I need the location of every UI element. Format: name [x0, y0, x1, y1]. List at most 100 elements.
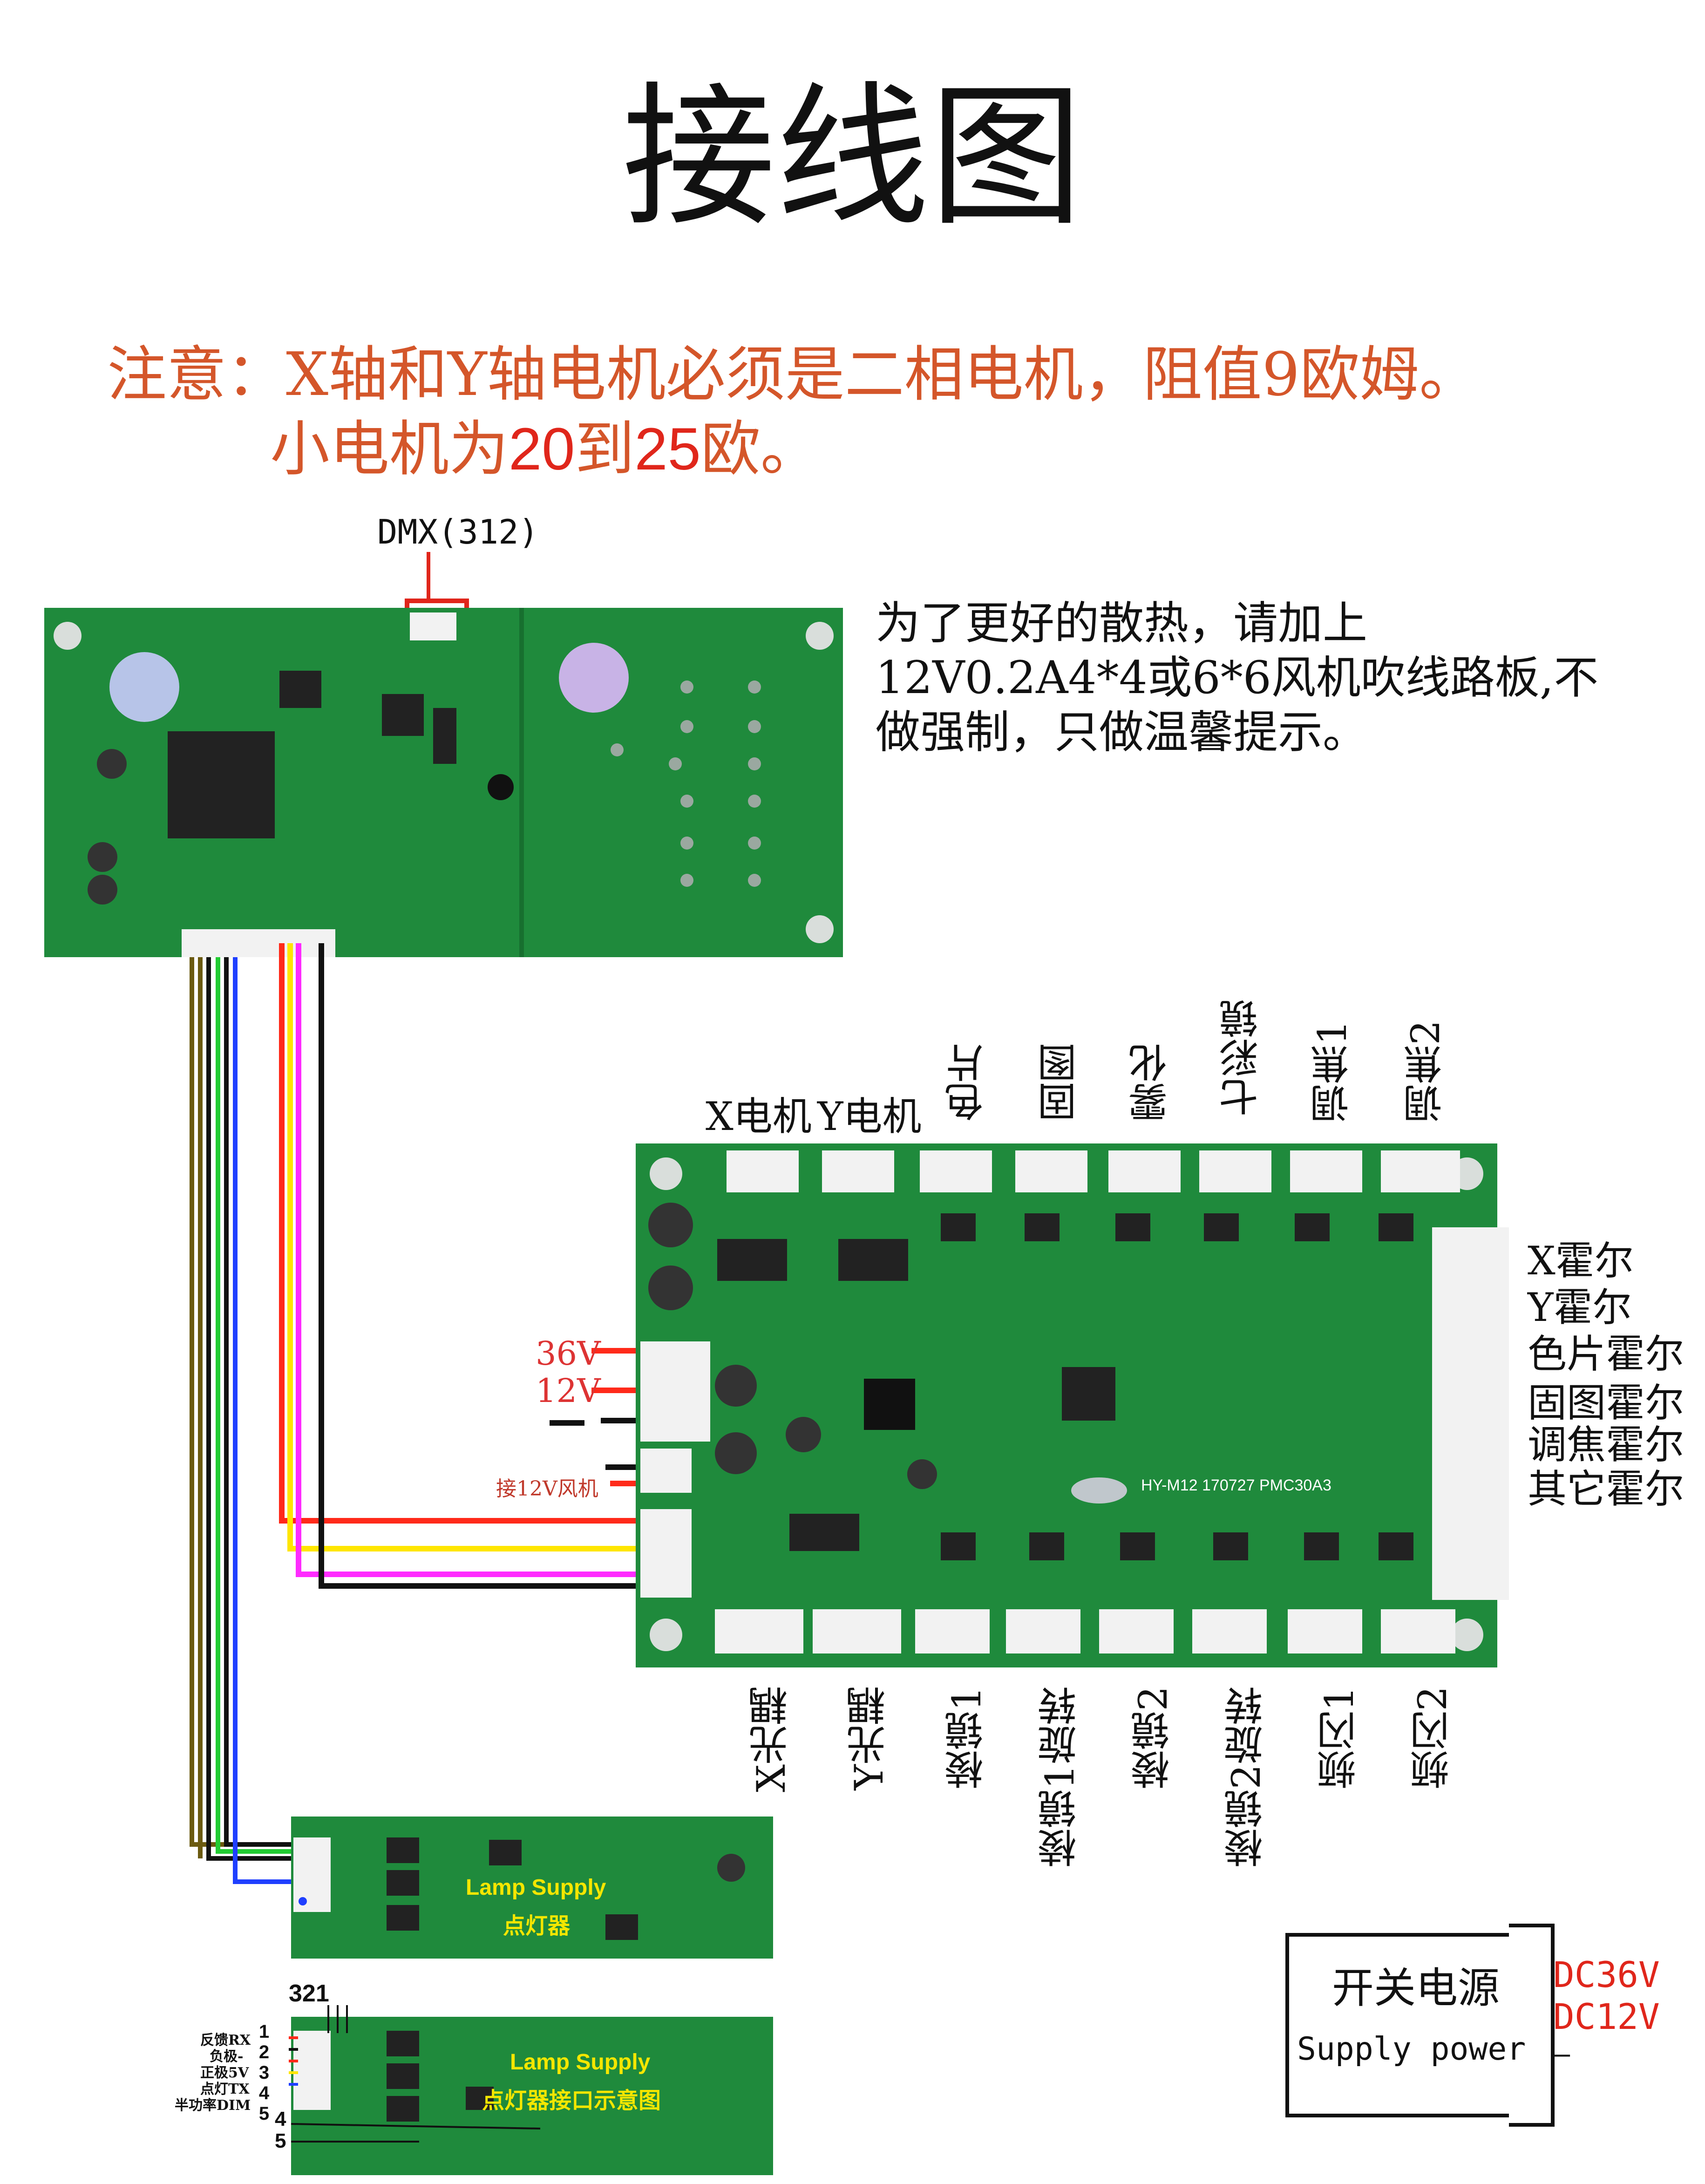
- pin-color-marks: [289, 2036, 298, 2086]
- power-supply-terminal-block: [1509, 1924, 1555, 2127]
- lamp-interface-en: Lamp Supply: [510, 2050, 651, 2075]
- lamp-supply-en: Lamp Supply: [466, 1875, 606, 1900]
- label-y-hall: Y霍尔: [1528, 1285, 1632, 1330]
- inductor: [864, 1379, 915, 1430]
- label-x-optocoupler: X光耦: [748, 1686, 794, 1792]
- mcu-chip: [168, 731, 275, 838]
- dmx-connector: [410, 612, 456, 640]
- mount-hole: [1451, 1619, 1483, 1651]
- pin-numbers-side: 12345: [254, 2021, 274, 2124]
- page-title: 接线图: [622, 68, 1083, 247]
- ic-chip: [279, 671, 321, 708]
- crystal: [1071, 1477, 1127, 1504]
- notice-line-1: 注意：X轴和Y轴电机必须是二相电机，阻值9欧姆。: [107, 340, 1479, 409]
- capacitor: [88, 842, 117, 872]
- label-gobo-hall: 固图霍尔: [1528, 1380, 1685, 1426]
- pin-5-label: 5: [275, 2130, 286, 2152]
- fan-tip-text: 为了更好的散热，请加上12V0.2A4*4或6*6风机吹线路板,不做强制，只做温…: [876, 597, 1599, 759]
- board-connector-left: [182, 929, 275, 957]
- pin-desc-4: 点灯TX: [200, 2081, 250, 2097]
- pin4-pointer: [291, 2123, 541, 2130]
- lamp-supply-board: [291, 1817, 773, 1959]
- capacitor: [648, 1203, 693, 1247]
- label-rainbow: 七彩镜: [1219, 999, 1264, 1116]
- psu-dc36-label: DC36V: [1553, 1954, 1660, 1995]
- lamp-interface-zh: 点灯器接口示意图: [482, 2089, 661, 2113]
- board-marking: HY-M12 170727 PMC30A3: [1141, 1476, 1331, 1494]
- hologram-sticker: [559, 643, 629, 713]
- driver-ic: [717, 1239, 787, 1281]
- driver-right-connectors: [1432, 1227, 1509, 1600]
- label-color-hall: 色片霍尔: [1528, 1331, 1685, 1377]
- psu-label-zh: 开关电源: [1332, 1964, 1500, 2013]
- driver-bottom-connectors: [715, 1609, 1455, 1653]
- capacitor: [97, 749, 127, 779]
- label-fog: 雾化: [1128, 1043, 1174, 1122]
- driver-ic: [789, 1514, 859, 1551]
- pin-desc-1: 反馈RX: [200, 2032, 251, 2048]
- psu-dc12-label: DC12V: [1553, 1996, 1660, 2037]
- ic-chip: [382, 694, 424, 736]
- lamp-interface-connector: [293, 2031, 331, 2110]
- capacitor: [717, 1854, 745, 1882]
- label-gobo: 固图: [1037, 1043, 1083, 1122]
- ic-chip: [433, 708, 456, 764]
- mount-hole: [806, 915, 834, 943]
- pin-desc-5: 半功率DIM: [175, 2097, 251, 2114]
- notice-line-2-c: 欧。: [700, 415, 820, 484]
- label-focus-hall: 调焦霍尔: [1528, 1422, 1685, 1468]
- driver-left-connectors: [640, 1341, 710, 1598]
- pad-array: [611, 680, 761, 887]
- pin-4-label: 4: [275, 2108, 286, 2130]
- mount-hole: [806, 622, 834, 650]
- label-y-optocoupler: Y光耦: [846, 1686, 892, 1790]
- capacitor: [488, 774, 514, 800]
- psu-label-en: Supply power: [1297, 2031, 1526, 2068]
- notice-min-ohm: 20: [509, 416, 575, 483]
- driver-mcu-chip: [1062, 1367, 1115, 1421]
- label-strobe-1: 频闪1: [1317, 1686, 1362, 1789]
- notice-line-2-a: 小电机为: [270, 415, 509, 484]
- mount-hole: [650, 1619, 682, 1651]
- capacitor: [715, 1365, 757, 1407]
- connector-pin-marker: [299, 1897, 307, 1905]
- dmx-label: DMX(312): [377, 512, 539, 551]
- pin-desc-3: 正极5V: [200, 2065, 249, 2081]
- capacitor: [907, 1459, 937, 1489]
- mount-hole: [650, 1157, 682, 1190]
- label-y-motor: Y电机: [817, 1094, 922, 1139]
- notice-line-2-b: 到: [575, 415, 635, 484]
- label-focus-2: 调焦2: [1403, 1020, 1448, 1123]
- stepper-driver-chips: [941, 1213, 1413, 1560]
- driver-top-connectors: [727, 1150, 1460, 1192]
- psu-neg-label: –: [1553, 2038, 1570, 2070]
- label-prism-2-rotate: 棱镜2旋转: [1223, 1686, 1269, 1868]
- label-x-hall: X霍尔: [1528, 1238, 1634, 1284]
- capacitor: [715, 1432, 757, 1474]
- lamp-interface-board: [291, 2017, 773, 2175]
- label-prism-1-rotate: 棱镜1旋转: [1037, 1686, 1083, 1868]
- label-prism-2: 棱镜2: [1130, 1686, 1176, 1789]
- pin-numbers-top: 321: [289, 1980, 329, 2007]
- label-x-motor: X电机: [706, 1094, 812, 1139]
- label-prism-1: 棱镜1: [944, 1686, 990, 1789]
- label-other-hall: 其它霍尔: [1528, 1466, 1685, 1512]
- label-color: 色片: [944, 1043, 990, 1122]
- notice-line-2: 小电机为20到25欧。: [270, 401, 820, 487]
- label-strobe-2: 频闪2: [1410, 1686, 1455, 1789]
- capacitor: [88, 875, 117, 905]
- lamp-interface-chips: [387, 2031, 494, 2122]
- hologram-sticker: [109, 652, 179, 722]
- lamp-supply-chips: [387, 1837, 638, 1940]
- pin-desc-2: 负极-: [210, 2048, 244, 2065]
- mount-hole: [54, 622, 82, 650]
- driver-wire-bundle: [279, 943, 678, 1589]
- label-fan: 接12V风机: [496, 1477, 598, 1501]
- lamp-wire-bundle: [190, 957, 303, 1884]
- label-36v: 36V: [536, 1334, 601, 1373]
- lamp-supply-zh: 点灯器: [503, 1914, 571, 1939]
- board-connector-right: [275, 929, 335, 957]
- capacitor: [786, 1417, 821, 1452]
